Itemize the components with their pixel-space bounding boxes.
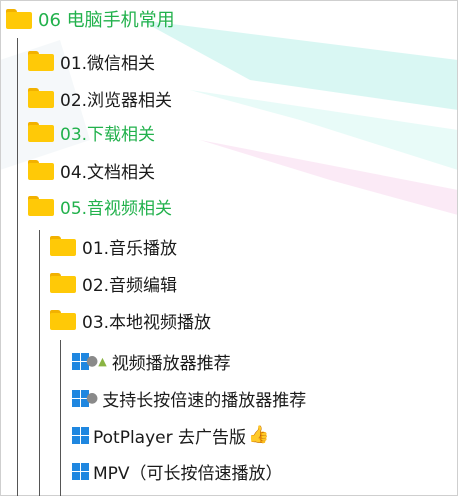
- tree-item-label: 03.下载相关: [60, 124, 156, 145]
- folder-icon: [6, 9, 32, 29]
- folder-icon: [50, 236, 76, 256]
- tree-item-label: 05.音视频相关: [60, 198, 173, 219]
- folder-icon: [28, 196, 54, 216]
- tree-item-label: MPV（可长按倍速播放）: [93, 463, 283, 484]
- tree-item-label: 02.浏览器相关: [60, 90, 173, 111]
- folder-icon: [28, 88, 54, 108]
- platform-icons: ●: [72, 389, 99, 407]
- platform-icons: [72, 426, 89, 444]
- apple-icon: ●: [86, 390, 99, 406]
- tree-item-label: 04.文档相关: [60, 162, 156, 183]
- windows-icon: [72, 462, 89, 480]
- tree-item-browser[interactable]: 02.浏览器相关: [28, 83, 172, 113]
- tree-item-document[interactable]: 04.文档相关: [28, 155, 155, 185]
- tree-item-mpv[interactable]: MPV（可长按倍速播放）: [72, 456, 283, 486]
- tree-item-audio-video[interactable]: 05.音视频相关: [28, 191, 172, 221]
- tree-item-label: 01.音乐播放: [82, 238, 178, 259]
- tree-root-label: 06 电脑手机常用: [38, 10, 175, 31]
- platform-icons: [72, 462, 89, 480]
- tree-root[interactable]: 06 电脑手机常用: [6, 4, 175, 34]
- windows-icon: [72, 426, 89, 444]
- platform-icons: ● ▲: [72, 352, 108, 370]
- windows-icon: [72, 389, 89, 407]
- android-icon: ▲: [98, 354, 107, 368]
- tree-item-label: 02.音频编辑: [82, 275, 178, 296]
- tree-line-level1: [17, 38, 18, 496]
- folder-icon: [28, 51, 54, 71]
- tree-item-potplayer[interactable]: PotPlayer 去广告版 👍: [72, 420, 269, 450]
- tree-item-audio-editing[interactable]: 02.音频编辑: [50, 268, 177, 298]
- tree-item-music-playback[interactable]: 01.音乐播放: [50, 231, 177, 261]
- tree-item-download[interactable]: 03.下载相关: [28, 117, 155, 147]
- tree-item-label: 支持长按倍速的播放器推荐: [102, 390, 307, 411]
- tree-item-label: PotPlayer 去广告版: [93, 427, 247, 448]
- folder-icon: [28, 160, 54, 180]
- folder-icon: [28, 122, 54, 142]
- apple-icon: ●: [86, 353, 99, 369]
- windows-icon: [72, 352, 89, 370]
- tree-item-label: 01.微信相关: [60, 53, 156, 74]
- tree-line-level3: [60, 340, 61, 496]
- folder-icon: [50, 310, 76, 330]
- tree-item-local-video[interactable]: 03.本地视频播放: [50, 305, 211, 335]
- tree-item-player-recommend[interactable]: ● ▲ 视频播放器推荐: [72, 346, 231, 376]
- tree-line-level2: [39, 230, 40, 496]
- tree-item-weixin[interactable]: 01.微信相关: [28, 46, 155, 76]
- tree-item-speed-player[interactable]: ● 支持长按倍速的播放器推荐: [72, 383, 306, 413]
- folder-icon: [50, 273, 76, 293]
- thumbs-up-icon: 👍: [248, 425, 270, 445]
- tree-item-label: 视频播放器推荐: [111, 353, 231, 374]
- tree-item-label: 03.本地视频播放: [82, 312, 212, 333]
